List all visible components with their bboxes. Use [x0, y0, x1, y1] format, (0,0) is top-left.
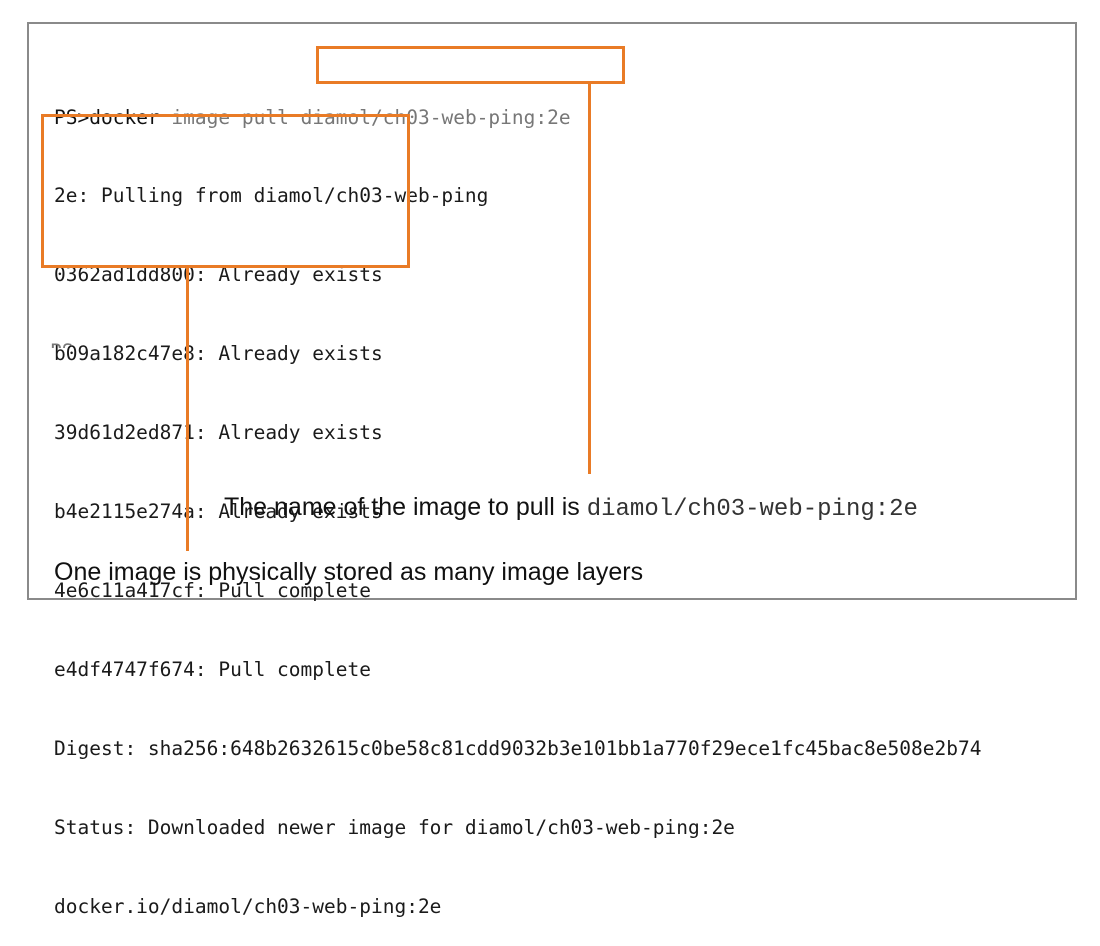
image-name-highlight [316, 46, 625, 84]
prompt: PS> [54, 105, 90, 129]
layers-connector [186, 268, 189, 551]
image-name-callout-mono: diamol/ch03-web-ping:2e [586, 496, 918, 523]
layer-line: b09a182c47e8: Already exists [54, 342, 383, 366]
status-line: Status: Downloaded newer image for diamo… [54, 815, 735, 839]
command-args: image pull [159, 105, 301, 129]
clipped-prompt-text: PS [50, 340, 73, 348]
layer-line: 0362ad1dd800: Already exists [54, 263, 383, 287]
clipped-prompt: PS [50, 338, 110, 348]
output-line: 2e: Pulling from diamol/ch03-web-ping [54, 184, 489, 208]
command-image-ref: diamol/ch03-web-ping:2e [300, 105, 571, 129]
image-name-callout: The name of the image to pull is diamol/… [224, 493, 918, 523]
command-line: PS>docker image pull diamol/ch03-web-pin… [54, 105, 981, 131]
layer-line: b4e2115e274a: Already exists [54, 500, 383, 524]
layer-line: e4df4747f674: Pull complete [54, 657, 371, 681]
digest-line: Digest: sha256:648b2632615c0be58c81cdd90… [54, 736, 982, 760]
image-name-connector [588, 84, 591, 474]
image-name-callout-text: The name of the image to pull is [224, 493, 587, 521]
image-reference-line: docker.io/diamol/ch03-web-ping:2e [54, 894, 442, 918]
layers-highlight [41, 114, 410, 268]
layers-callout-text: One image is physically stored as many i… [54, 558, 644, 586]
command-name: docker [89, 105, 160, 129]
layers-callout: One image is physically stored as many i… [54, 558, 643, 587]
figure-frame [27, 22, 1077, 600]
layer-line: 39d61d2ed871: Already exists [54, 421, 383, 445]
layer-line: 4e6c11a417cf: Pull complete [54, 578, 371, 602]
